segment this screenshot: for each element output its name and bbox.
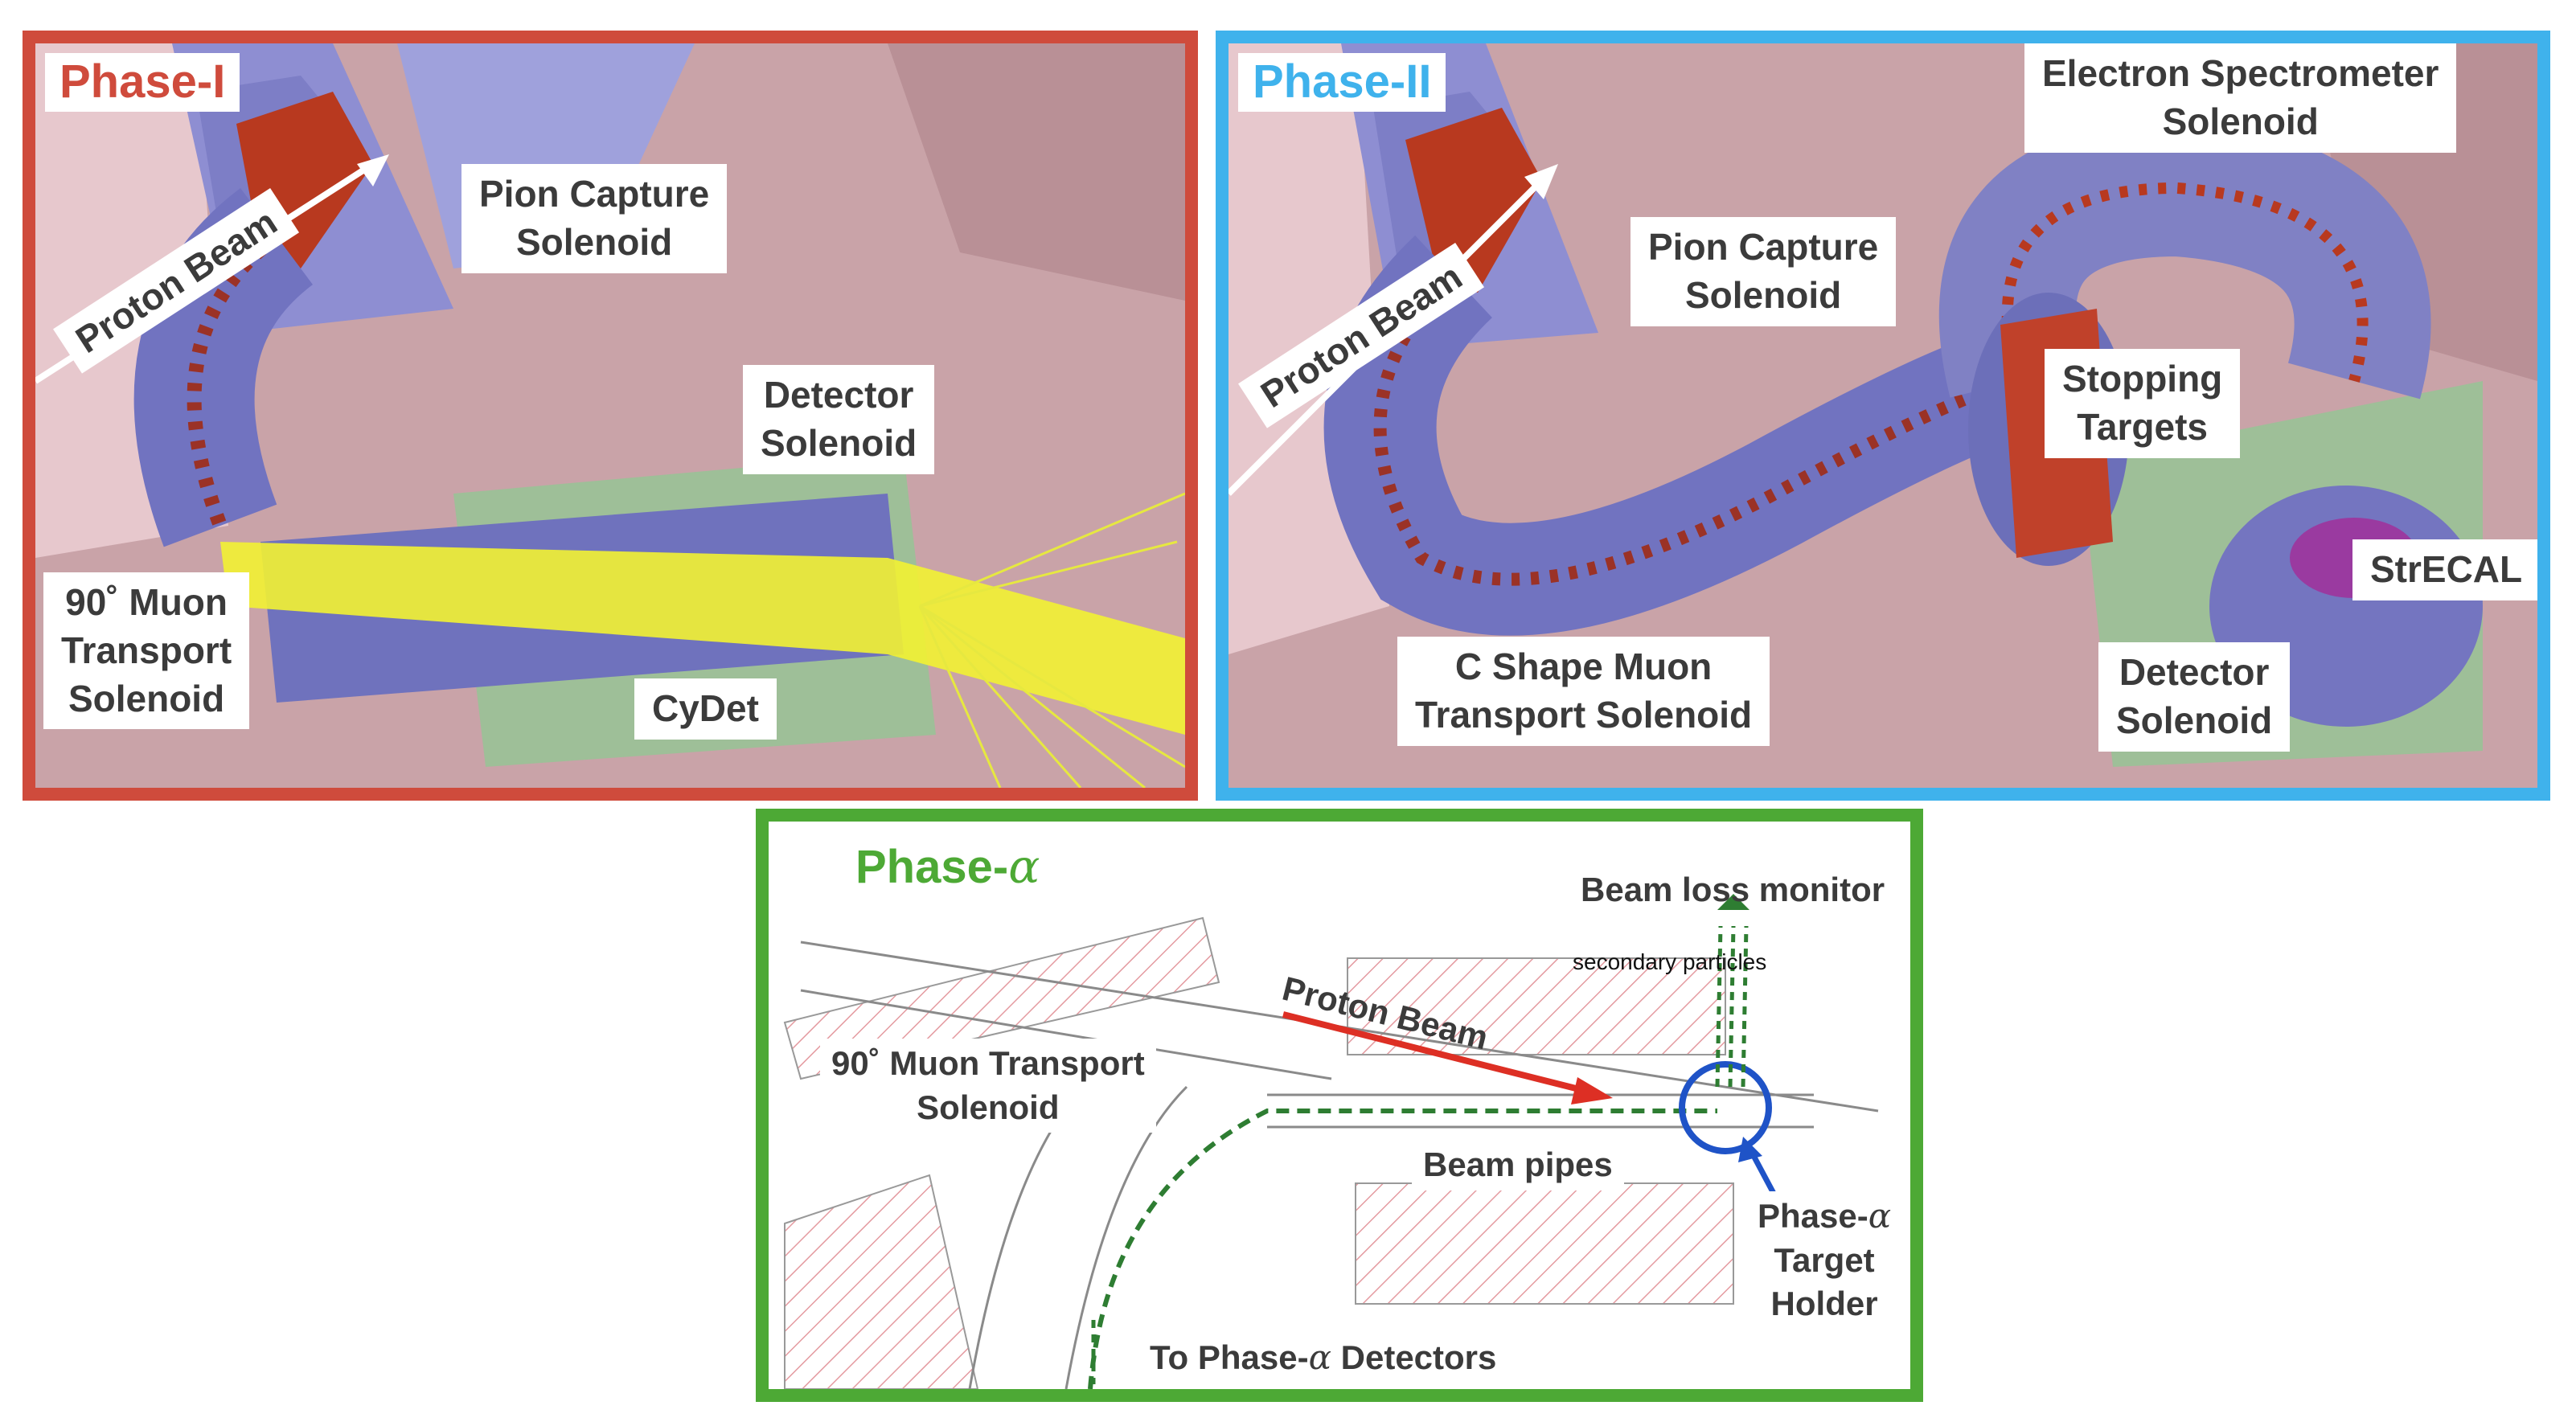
phase-2-detector-solenoid-label: Detector Solenoid	[2098, 642, 2291, 752]
beam-pipes-label: Beam pipes	[1412, 1140, 1624, 1191]
phase-alpha-panel: Phase-α Beam loss monitor secondary part…	[756, 809, 1923, 1402]
lower-left-shielding	[784, 1174, 979, 1389]
pion-capture-coils	[1405, 108, 1542, 293]
phase-1-cad-render	[35, 43, 1185, 788]
secondary-particle-arrows	[1715, 925, 1749, 1088]
target-holder-circle	[1679, 1061, 1772, 1154]
phase-2-electron-spectrometer-label: Electron Spectrometer Solenoid	[2024, 43, 2457, 153]
beam-loss-monitor-label: Beam loss monitor	[1581, 871, 1885, 908]
right-wall	[888, 43, 1185, 301]
proton-beam-arrowhead	[1571, 1077, 1613, 1104]
phase-alpha-muon-transport-label: 90˚ Muon Transport Solenoid	[820, 1039, 1156, 1133]
phase-1-pion-capture-label: Pion Capture Solenoid	[461, 164, 728, 273]
scattered-tracks	[918, 492, 1185, 788]
particle-tracks	[220, 542, 1185, 735]
proton-beam-arrowhead	[1524, 164, 1558, 199]
proton-beam-arrow	[1282, 1011, 1589, 1095]
phase-2-c-shape-label: C Shape Muon Transport Solenoid	[1397, 637, 1770, 746]
proton-beam-arrowhead	[357, 154, 389, 186]
to-detectors-label: To Phase-α Detectors	[1138, 1333, 1508, 1383]
secondary-particle-arrowheads	[1717, 894, 1749, 910]
phase-alpha-title: Phase-α	[855, 839, 1040, 894]
phase-1-cydet-label: CyDet	[634, 678, 777, 740]
phase-2-panel: Phase-II Proton Beam Pion Capture Soleno…	[1216, 31, 2550, 801]
c-shape-transport-coils	[1373, 272, 2018, 586]
lower-shielding-block	[1355, 1182, 1734, 1305]
phase-1-panel: Phase-I Proton Beam Pion Capture Solenoi…	[23, 31, 1198, 801]
phase-1-title: Phase-I	[45, 53, 240, 112]
phase-2-pion-capture-label: Pion Capture Solenoid	[1631, 217, 1897, 326]
electron-spectrometer-coils	[2001, 182, 2369, 383]
secondary-particles-label: secondary particles	[1573, 949, 1767, 974]
phase-2-strecal-label: StrECAL	[2352, 539, 2537, 600]
target-holder-label: Phase-α Target Holder	[1749, 1191, 1900, 1330]
phase-2-title: Phase-II	[1238, 53, 1446, 112]
target-holder-pointer-head	[1738, 1137, 1762, 1162]
phase-2-stopping-targets-label: Stopping Targets	[2045, 349, 2241, 458]
phase-1-muon-transport-label: 90˚ Muon Transport Solenoid	[43, 572, 250, 730]
phase-1-detector-solenoid-label: Detector Solenoid	[743, 365, 935, 474]
